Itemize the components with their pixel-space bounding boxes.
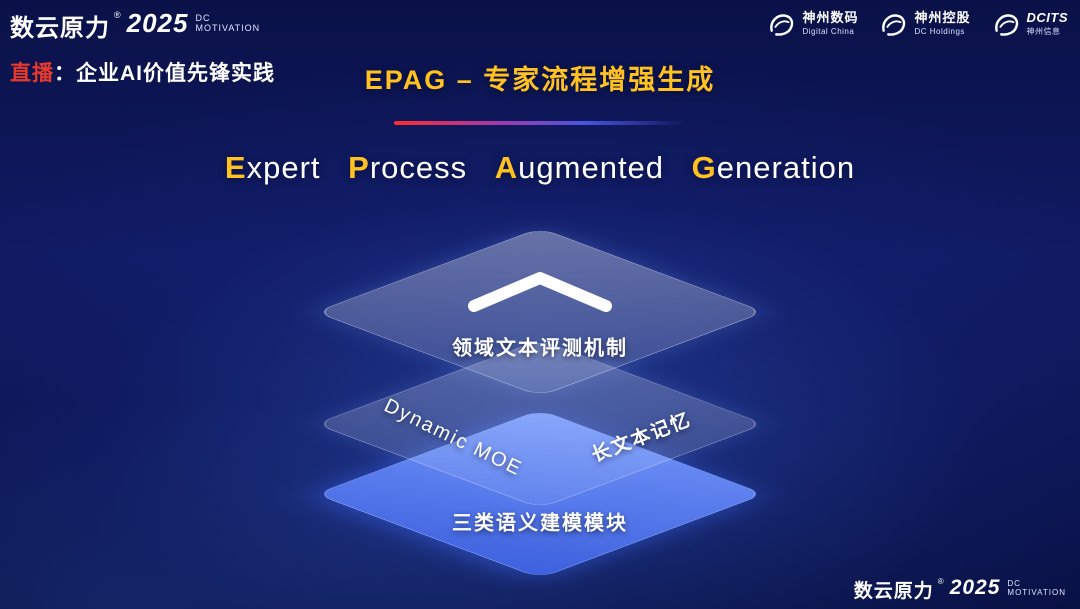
live-prefix: 直播 bbox=[10, 62, 54, 85]
brand-logo-bottom-right: 数云原力 ® 2025 DC MOTIVATION bbox=[854, 576, 1066, 603]
subtitle-word: Process bbox=[348, 150, 467, 185]
label-domain-text-evaluation: 领域文本评测机制 bbox=[452, 337, 628, 360]
brand-subtitle: DC MOTIVATION bbox=[1007, 579, 1066, 597]
partner-dcits: DCITS 神州信息 bbox=[991, 10, 1069, 40]
partner-name-en: Digital China bbox=[802, 27, 855, 36]
partner-dc-holdings: 神州控股 DC Holdings bbox=[878, 10, 970, 40]
gradient-divider bbox=[394, 121, 686, 125]
brand-subtitle: DC MOTIVATION bbox=[195, 13, 260, 33]
live-topic: ：企业AI价值先锋实践 bbox=[54, 62, 275, 85]
partner-name-en-top: DCITS bbox=[1026, 10, 1068, 25]
brand-logo-top-left: 数云原力 ® 2025 DC MOTIVATION bbox=[10, 8, 260, 43]
partner-logos: 神州数码 Digital China 神州控股 DC Holdings DCIT… bbox=[766, 10, 1068, 40]
subtitle-initial: E bbox=[224, 150, 247, 185]
page-title: EPAG – 专家流程增强生成 bbox=[364, 65, 716, 95]
brand-motivation: MOTIVATION bbox=[1007, 588, 1066, 597]
subtitle-rest: xpert bbox=[246, 150, 321, 185]
chevron-up-icon bbox=[468, 272, 612, 312]
brand-dc: DC bbox=[195, 13, 211, 23]
partner-name-cn-bottom: 神州信息 bbox=[1026, 27, 1061, 36]
subtitle-rest: ugmented bbox=[518, 150, 665, 185]
partner-name-cn: 神州数码 bbox=[802, 10, 859, 25]
swoosh-logo-icon bbox=[994, 14, 1018, 36]
label-dynamic-moe: Dynamic MOE bbox=[380, 394, 526, 481]
subtitle-expanded-acronym: Expert Process Augmented Generation bbox=[0, 150, 1080, 186]
label-semantic-modeling-modules: 三类语义建模模块 bbox=[452, 512, 628, 535]
brand-motivation: MOTIVATION bbox=[195, 23, 261, 33]
subtitle-word: Expert bbox=[225, 150, 321, 185]
layer-moe-memory bbox=[315, 339, 765, 509]
brand-name: 数云原力 bbox=[853, 581, 934, 602]
subtitle-word: Generation bbox=[692, 150, 855, 185]
subtitle-initial: G bbox=[691, 150, 717, 185]
subtitle-rest: rocess bbox=[369, 150, 468, 185]
registered-mark: ® bbox=[114, 10, 121, 20]
layer-evaluation bbox=[315, 227, 765, 397]
brand-dc: DC bbox=[1007, 579, 1021, 588]
brand-year: 2025 bbox=[949, 576, 1001, 599]
subtitle-initial: A bbox=[494, 150, 519, 185]
brand-year: 2025 bbox=[126, 8, 189, 38]
partner-text: DCITS 神州信息 bbox=[1027, 11, 1069, 39]
swoosh-logo-icon bbox=[882, 14, 906, 36]
partner-text: 神州数码 Digital China bbox=[802, 11, 858, 39]
label-long-text-memory: 长文本记忆 bbox=[588, 409, 695, 467]
live-stream-label: 直播：企业AI价值先锋实践 bbox=[10, 57, 275, 87]
swoosh-logo-icon bbox=[770, 14, 794, 36]
layer-semantic-modeling bbox=[315, 409, 765, 579]
partner-digital-china: 神州数码 Digital China bbox=[766, 10, 858, 40]
subtitle-initial: P bbox=[348, 150, 370, 185]
subtitle-rest: eneration bbox=[716, 150, 856, 185]
brand-name: 数云原力 bbox=[10, 15, 110, 42]
subtitle-word: Augmented bbox=[495, 150, 664, 185]
partner-text: 神州控股 DC Holdings bbox=[914, 11, 970, 39]
partner-name-cn: 神州控股 bbox=[914, 10, 971, 25]
partner-name-en: DC Holdings bbox=[914, 27, 965, 36]
registered-mark: ® bbox=[937, 577, 944, 586]
